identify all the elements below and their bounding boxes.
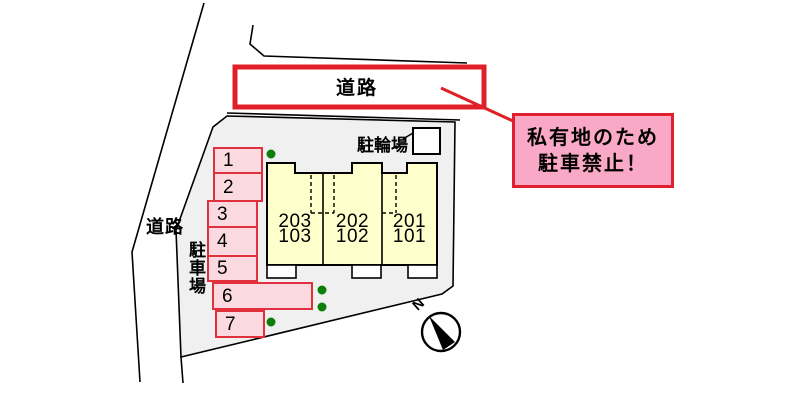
unit-label-201-101: 201 101 bbox=[382, 211, 437, 247]
unit-label-202-102: 202 102 bbox=[323, 211, 382, 247]
unit-label-203-103: 203 103 bbox=[267, 211, 323, 247]
parking-stall-1: 1 bbox=[213, 147, 263, 174]
unit-lower-number: 101 bbox=[392, 226, 427, 247]
bicycle-label-tick bbox=[402, 132, 414, 140]
warning-line-1: 私有地のため bbox=[527, 126, 659, 149]
parking-stall-label: 2 bbox=[223, 176, 234, 198]
unit-upper-number: 203 bbox=[278, 211, 312, 232]
parking-stall-6: 6 bbox=[212, 282, 313, 310]
porch bbox=[351, 264, 382, 279]
bicycle-parking-box bbox=[412, 127, 441, 155]
boundary-tail-line bbox=[180, 356, 184, 384]
unit-upper-number: 201 bbox=[392, 211, 427, 232]
bicycle-parking-label: 駐輪場 bbox=[357, 136, 408, 155]
parking-stall-label: 4 bbox=[217, 231, 228, 252]
shrub-icon bbox=[266, 317, 276, 327]
unit-lower-number: 102 bbox=[335, 226, 370, 247]
parking-stall-label: 3 bbox=[217, 203, 228, 225]
road-left-label: 道路 bbox=[146, 217, 184, 237]
parking-area-label: 駐車場 bbox=[186, 241, 205, 295]
unit-lower-number: 103 bbox=[278, 226, 312, 247]
porch bbox=[407, 264, 438, 279]
parking-stall-4: 4 bbox=[207, 226, 258, 257]
shrub-icon bbox=[317, 285, 327, 295]
parking-stall-7: 7 bbox=[215, 310, 265, 338]
parking-stall-label: 7 bbox=[225, 313, 236, 335]
road-highlight-box bbox=[232, 64, 487, 110]
callout-line bbox=[440, 86, 514, 123]
unit-upper-number: 202 bbox=[335, 211, 370, 232]
parking-stall-label: 5 bbox=[217, 258, 228, 279]
compass-needle-icon bbox=[429, 316, 455, 350]
parking-stall-3: 3 bbox=[207, 200, 258, 228]
road-top-label: 道路 bbox=[335, 78, 378, 99]
no-parking-warning: 私有地のため 駐車禁止！ bbox=[512, 113, 674, 188]
road-top-edge-line bbox=[249, 24, 468, 64]
road-bottom-edge-line bbox=[226, 112, 461, 121]
parking-stall-2: 2 bbox=[213, 172, 263, 202]
warning-line-2: 駐車禁止！ bbox=[538, 152, 648, 175]
parking-stall-5: 5 bbox=[207, 255, 258, 282]
road-left-edge-line bbox=[131, 2, 205, 383]
parking-stall-label: 6 bbox=[222, 285, 233, 307]
parking-stall-label: 1 bbox=[223, 150, 234, 171]
shrub-icon bbox=[317, 302, 327, 312]
shrub-icon bbox=[266, 149, 276, 159]
porch bbox=[266, 264, 297, 279]
